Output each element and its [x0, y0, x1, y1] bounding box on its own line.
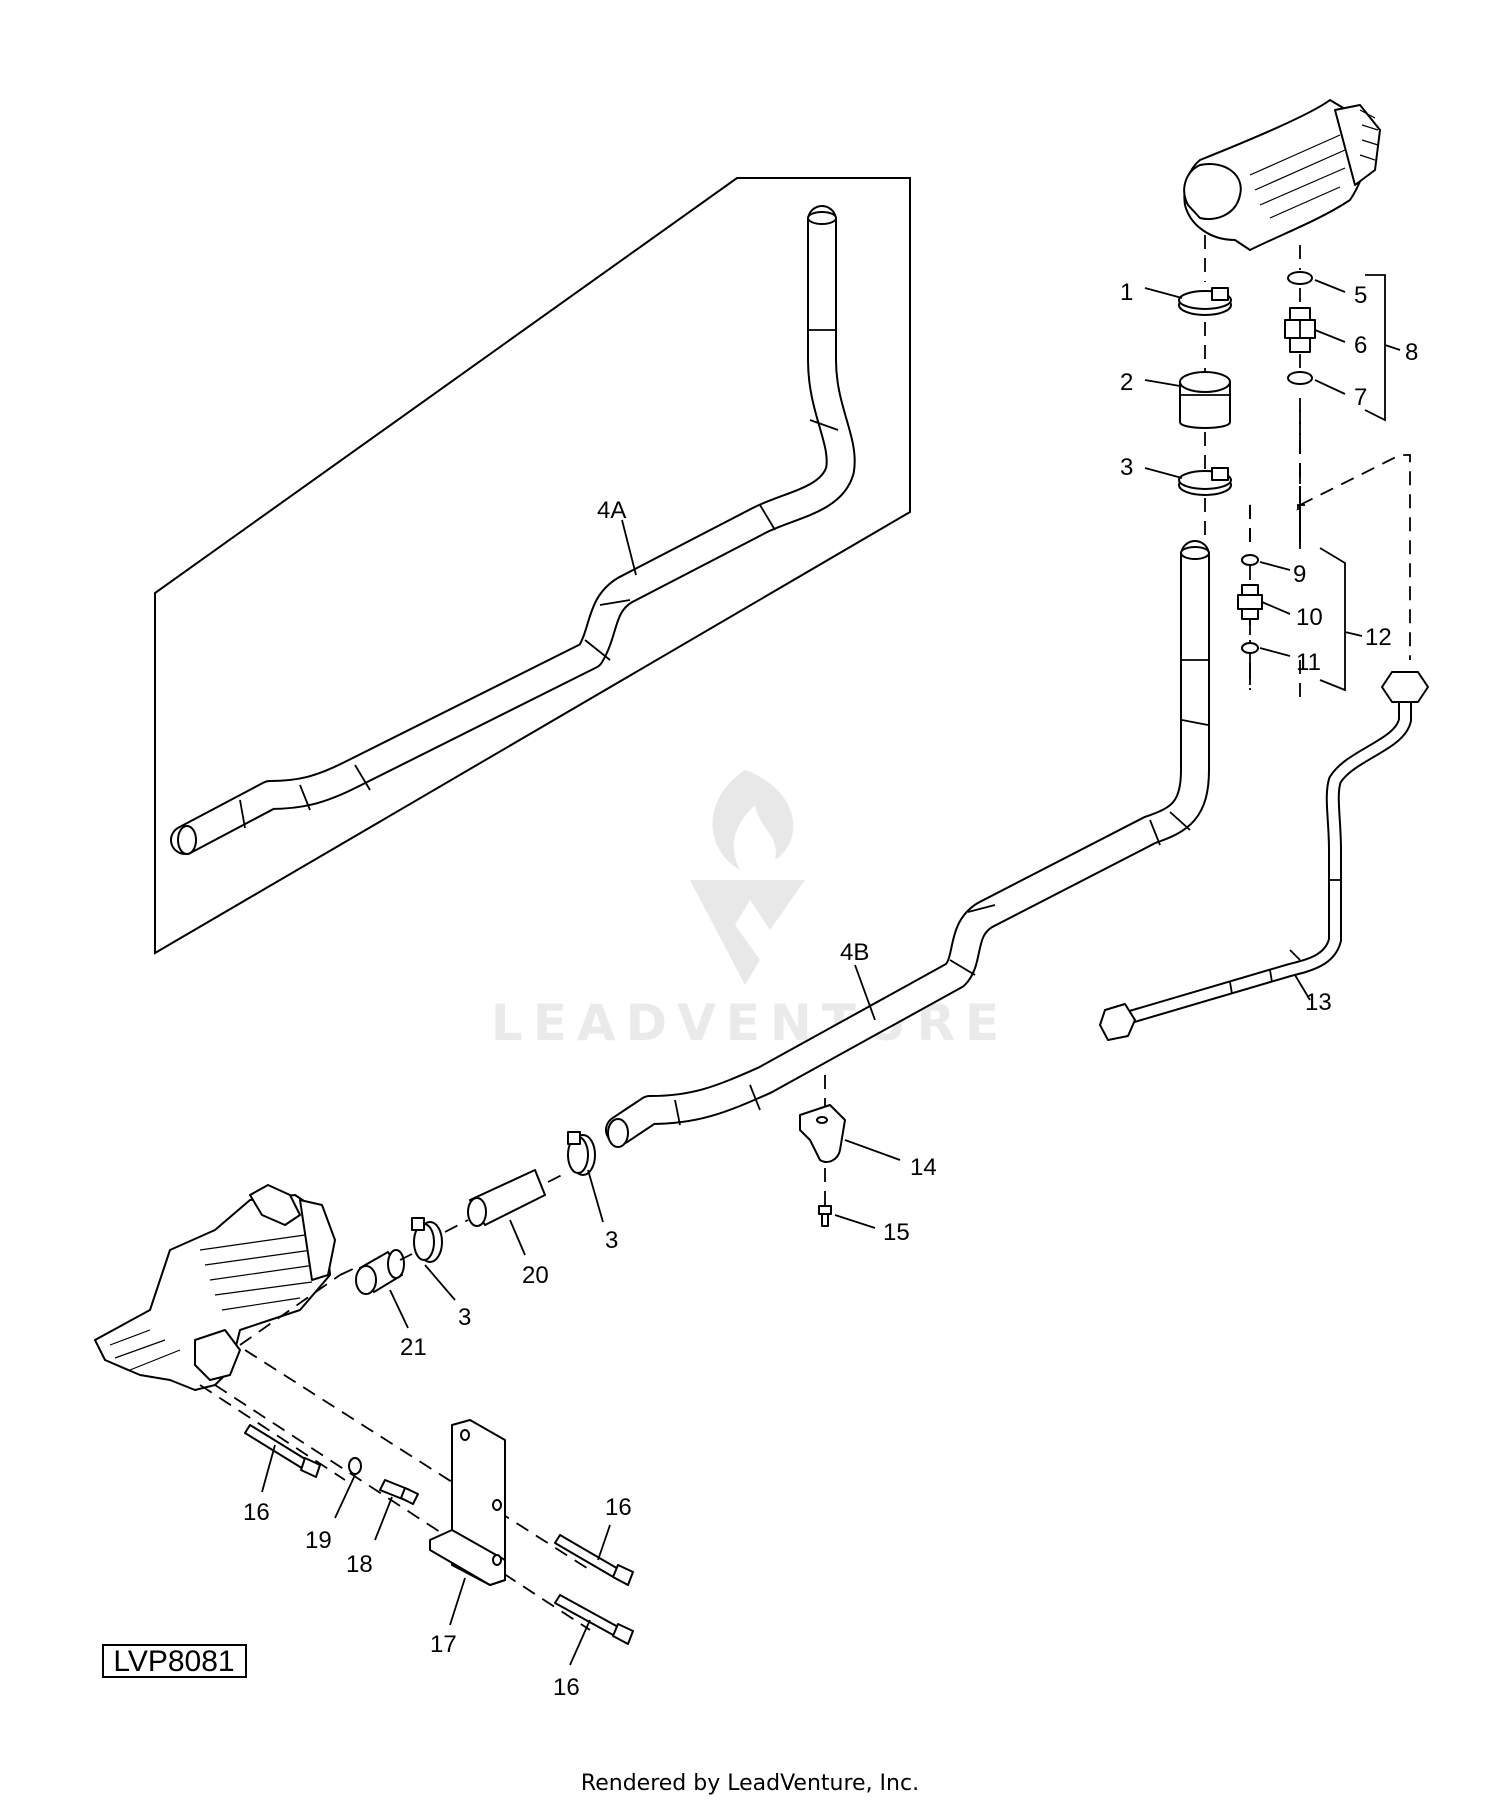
- reference-code-box: LVP8081: [102, 1644, 247, 1678]
- callout-20: 20: [522, 1262, 549, 1289]
- alternate-pipe-inset: [154, 177, 911, 955]
- footer-credit: Rendered by LeadVenture, Inc.: [581, 1771, 919, 1796]
- leader-13: [1294, 974, 1311, 1001]
- clip-14: [799, 1104, 846, 1163]
- bracket-12: [1319, 547, 1346, 692]
- leader-4b: [854, 964, 876, 1021]
- callout-19: 19: [305, 1527, 332, 1554]
- bracket-8: [1364, 274, 1386, 422]
- watermark-flame-icon: [712, 770, 794, 870]
- callout-3-right: 3: [605, 1227, 618, 1254]
- fitting-18: [379, 1479, 419, 1505]
- callout-8: 8: [1405, 339, 1418, 366]
- oring-7: [1287, 371, 1313, 385]
- pipe-4b: [605, 540, 1210, 1148]
- callout-11: 11: [1296, 649, 1321, 676]
- callout-4b: 4B: [840, 939, 869, 966]
- fitting-6: [1284, 307, 1316, 353]
- callout-5: 5: [1354, 282, 1367, 309]
- leader-4a: [621, 519, 637, 576]
- oring-11: [1241, 642, 1259, 654]
- leader-lines: [261, 279, 1346, 1666]
- callout-18: 18: [346, 1551, 373, 1578]
- hose-20: [467, 1169, 546, 1227]
- callout-21: 21: [400, 1334, 427, 1361]
- callout-13: 13: [1305, 989, 1332, 1016]
- hose-13: [1099, 671, 1429, 1041]
- callout-3-upper: 3: [1120, 454, 1133, 481]
- washer-19: [348, 1457, 362, 1475]
- oring-9: [1241, 554, 1259, 566]
- bolt-16-right-lower: [554, 1594, 634, 1645]
- upper-pump-housing: [1183, 99, 1381, 251]
- watermark-v-icon: [690, 880, 805, 985]
- fitting-10: [1237, 584, 1263, 620]
- callout-10: 10: [1296, 604, 1323, 631]
- clamp-3-upper: [1178, 467, 1232, 496]
- callout-16-right-upper: 16: [605, 1494, 632, 1521]
- oring-5: [1287, 271, 1313, 285]
- callout-12: 12: [1365, 624, 1392, 651]
- bracket-17: [429, 1419, 506, 1586]
- clamp-3-lower-right: [567, 1131, 596, 1176]
- callout-6: 6: [1354, 332, 1367, 359]
- callouts: 1 2 3 4A 5 6 7 8 9 10 11 12 4B 13 14 15 …: [243, 279, 1418, 1701]
- bolt-16-left: [244, 1424, 321, 1478]
- adapter-21: [355, 1249, 405, 1295]
- callout-1: 1: [1120, 279, 1133, 306]
- clamp-1: [1178, 287, 1232, 316]
- callout-17: 17: [430, 1631, 457, 1658]
- callout-14: 14: [910, 1154, 937, 1181]
- callout-4a: 4A: [597, 497, 626, 524]
- lower-pump-housing: [94, 1184, 336, 1391]
- callout-15: 15: [883, 1219, 910, 1246]
- leadventure-watermark: LEADVENTURE: [491, 770, 999, 1052]
- reference-code: LVP8081: [113, 1645, 234, 1678]
- callout-2: 2: [1120, 369, 1133, 396]
- callout-16-left: 16: [243, 1499, 270, 1526]
- callout-3-left: 3: [458, 1304, 471, 1331]
- callout-7: 7: [1354, 384, 1367, 411]
- pipe-4a-end-top: [807, 211, 837, 225]
- hose-2: [1179, 371, 1231, 429]
- bolt-16-right-upper: [554, 1534, 634, 1586]
- clamp-3-lower-left: [411, 1217, 443, 1263]
- bolt-15: [818, 1205, 832, 1227]
- inset-frame: [154, 177, 911, 955]
- pipe-4a-end-bottom: [177, 825, 197, 855]
- callout-9: 9: [1293, 561, 1306, 588]
- callout-16-right-lower: 16: [553, 1674, 580, 1701]
